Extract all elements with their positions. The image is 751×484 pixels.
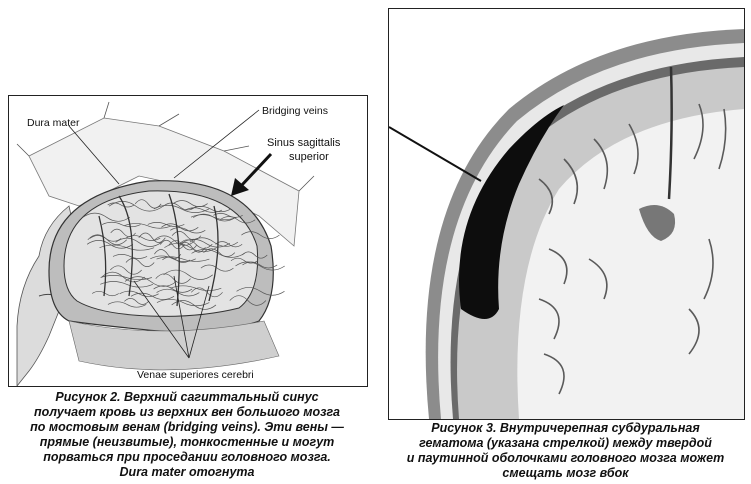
caption-line: гематома (указана стрелкой) между твердо… [419,436,712,450]
cortical-sulci [538,103,727,395]
label-sinus-line2: superior [289,151,329,163]
caption-line: Рисунок 3. Внутричерепная субдуральная [431,421,700,435]
interhemispheric-fissure [667,66,673,200]
dura-mater-flap [28,117,300,247]
figure-3-scan [388,8,745,420]
brain-hemisphere [63,190,259,317]
caption-line: получает кровь из верхних вен большого м… [34,405,340,419]
hematoma-arrow [389,126,482,182]
brain-veins-drawing: Dura mater Bridging veins Sinus sagittal… [16,101,341,386]
subdural-hematoma [459,105,564,319]
label-dura-mater: Dura mater [27,117,80,129]
caption-line: прямые (неизвитые), тонкостенные и могут [39,435,335,449]
label-sinus-line1: Sinus sagittalis [267,137,341,149]
label-venae: Venae superiores cerebri [137,369,254,381]
figure-2-caption: Рисунок 2. Верхний сагиттальный синус по… [8,390,366,480]
caption-line: по мостовым венам (bridging veins). Эти … [30,420,344,434]
leader-lines [68,109,260,359]
brain-gyri [82,199,285,310]
caption-line: Dura mater отогнута [119,465,255,479]
caption-line: смещать мозг вбок [502,466,629,480]
figure-2-illustration: Dura mater Bridging veins Sinus sagittal… [8,95,368,387]
white-matter [517,109,744,419]
lateral-ventricle [639,205,676,241]
label-bridging-veins: Bridging veins [262,105,328,117]
caption-line: и паутинной оболочками головного мозга м… [406,451,725,465]
bridging-veins [98,193,219,307]
caption-line: Рисунок 2. Верхний сагиттальный синус [55,390,319,404]
figure-3-caption: Рисунок 3. Внутричерепная субдуральная г… [388,421,743,481]
coronal-brain-section [389,9,744,419]
sinus-arrow [239,152,273,188]
caption-line: порваться при проседании головного мозга… [43,450,331,464]
